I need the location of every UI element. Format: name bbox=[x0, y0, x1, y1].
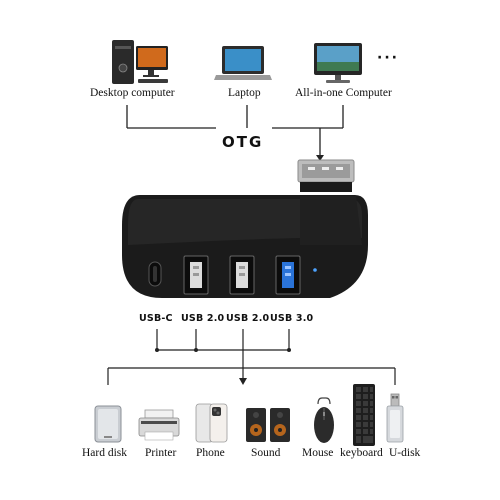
device-label-hard-disk: Hard disk bbox=[82, 447, 128, 459]
arrow-down-icon bbox=[239, 378, 247, 385]
usb-2-0-port bbox=[229, 255, 255, 295]
arrow-down-icon bbox=[316, 155, 324, 161]
host-connector-lines bbox=[126, 105, 344, 160]
phone-icon bbox=[195, 403, 228, 443]
mouse-icon bbox=[314, 397, 334, 443]
device-label-mouse: Mouse bbox=[302, 447, 334, 459]
more-hosts-ellipsis: ··· bbox=[377, 50, 399, 66]
host-label-all-in-one: All-in-one Computer bbox=[295, 87, 392, 99]
host-label-desktop: Desktop computer bbox=[90, 87, 175, 99]
usb-2-0-port bbox=[183, 255, 209, 295]
device-label-printer: Printer bbox=[145, 447, 177, 459]
port-label-usb-c: USB-C bbox=[139, 313, 173, 324]
laptop-icon bbox=[214, 46, 272, 80]
device-label-sound: Sound bbox=[251, 447, 281, 459]
usb-a-plug bbox=[297, 159, 355, 192]
usb-flash-drive-icon bbox=[386, 393, 404, 443]
host-label-laptop: Laptop bbox=[228, 87, 261, 99]
port-label-usb-2-0-a: USB 2.0 bbox=[181, 313, 225, 324]
device-label-u-disk: U-disk bbox=[389, 447, 421, 459]
port-label-usb-2-0-b: USB 2.0 bbox=[226, 313, 270, 324]
speaker-icon bbox=[246, 408, 290, 442]
port-connector-lines bbox=[107, 329, 396, 385]
keyboard-icon bbox=[353, 384, 375, 446]
usb-3-0-port bbox=[275, 255, 301, 295]
printer-icon bbox=[138, 409, 180, 441]
desktop-computer-icon bbox=[112, 40, 168, 84]
port-label-usb-3-0: USB 3.0 bbox=[270, 313, 314, 324]
device-label-keyboard: keyboard bbox=[340, 447, 383, 459]
all-in-one-computer-icon bbox=[314, 43, 362, 83]
otg-label: OTG bbox=[222, 133, 264, 151]
led-indicator-icon bbox=[313, 268, 317, 272]
usb-hub-body bbox=[122, 195, 368, 298]
device-label-phone: Phone bbox=[196, 447, 225, 459]
hard-disk-icon bbox=[94, 405, 122, 443]
